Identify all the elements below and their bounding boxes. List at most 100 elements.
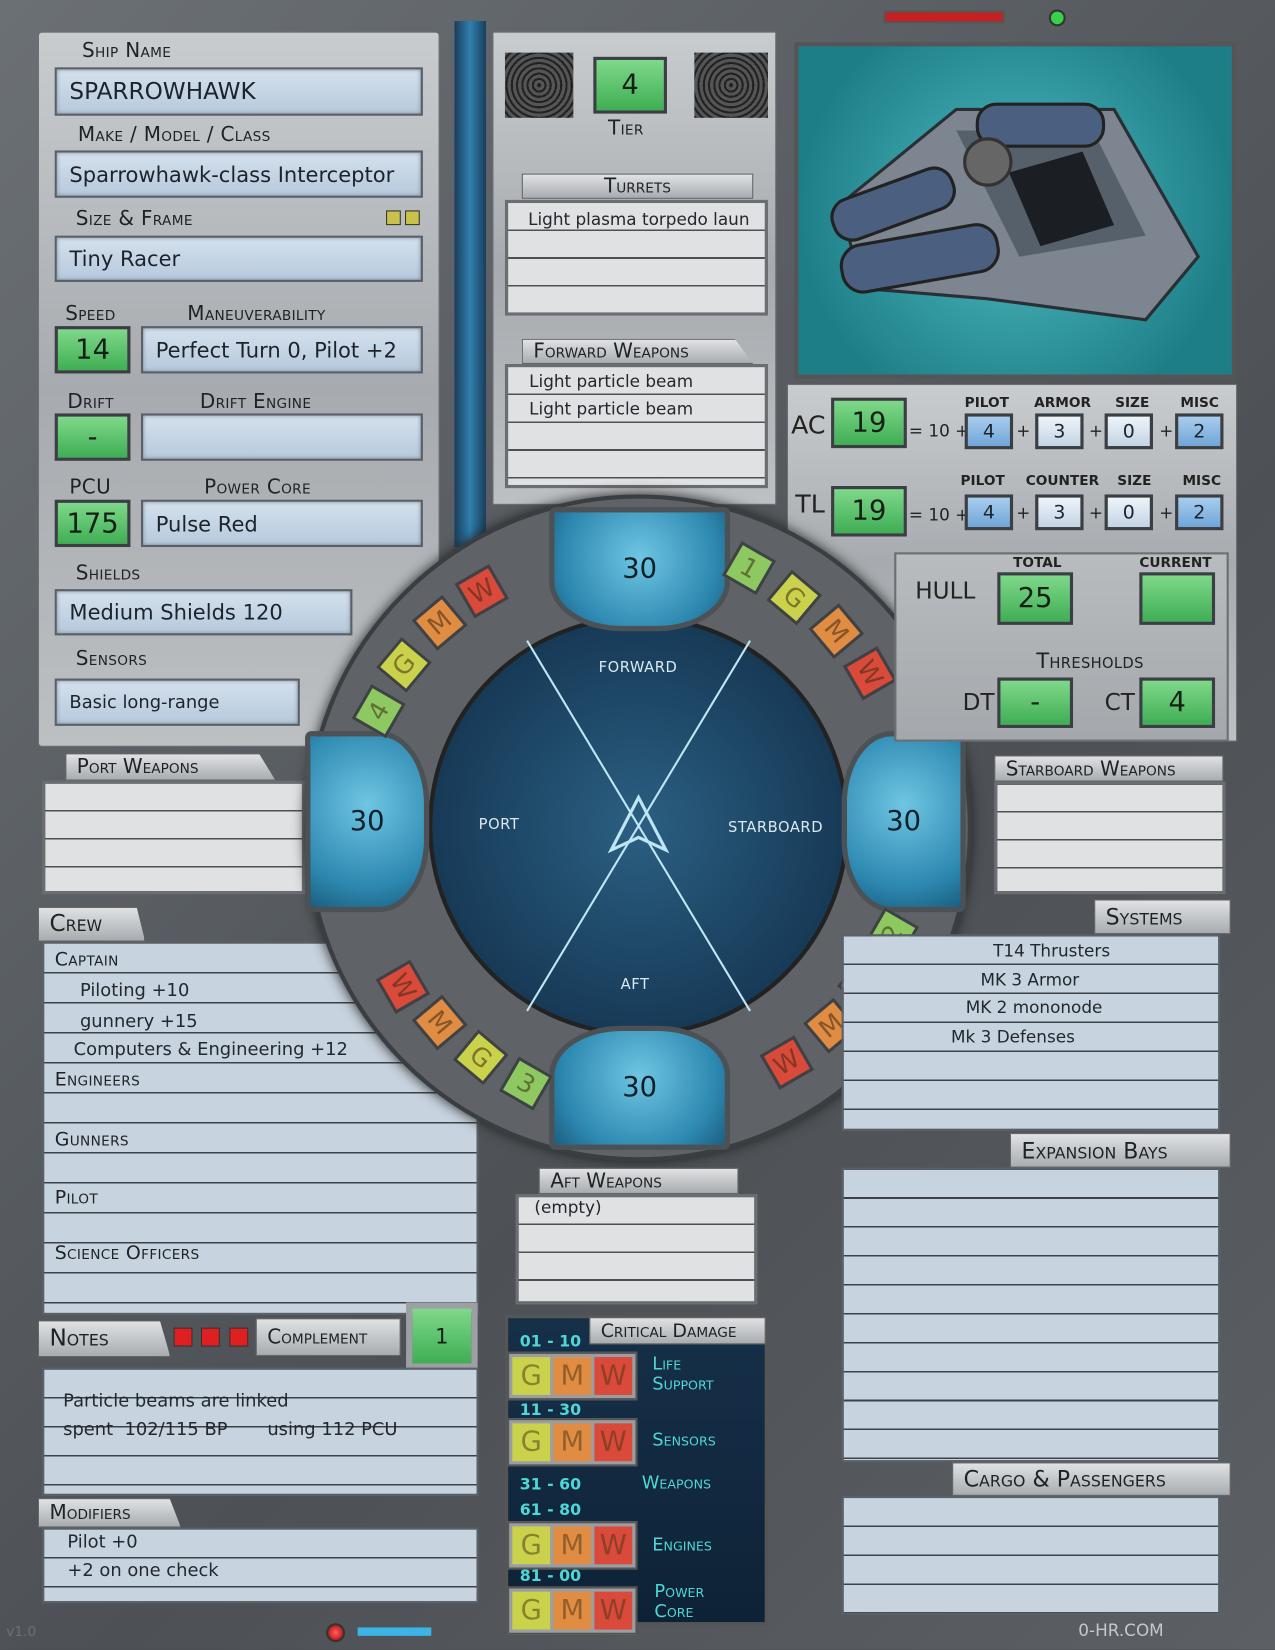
tier-label: Tier [608,116,644,140]
tl-col-label: COUNTER [1025,473,1100,490]
indicator-light [386,210,401,226]
notes-list[interactable] [42,1367,479,1496]
drift-engine-field[interactable] [140,413,423,461]
crit-m[interactable]: M [553,1526,592,1565]
power-core-label: Power Core [204,475,311,499]
system-item: MK 2 mononode [965,997,1103,1018]
crit-g[interactable]: G [512,1357,551,1395]
complement-value[interactable]: 1 [406,1302,478,1370]
crit-g[interactable]: G [512,1526,551,1565]
modifiers-list[interactable] [42,1527,479,1604]
ship-direction-arrow-icon [596,789,680,863]
ac-value[interactable]: 19 [831,397,907,449]
shield-forward[interactable]: 30 [549,507,731,632]
turrets-list[interactable] [504,199,768,316]
crit-g[interactable]: G [512,1423,551,1462]
ac-armor[interactable]: 3 [1035,413,1084,450]
shield-starboard[interactable]: 30 [841,731,966,913]
tl-counter[interactable]: 3 [1035,494,1084,531]
crew-role-science-officers: Science Officers [54,1242,200,1265]
crit-m[interactable]: M [553,1423,592,1462]
tier-value[interactable]: 4 [593,56,667,114]
notes-header: Notes [37,1320,171,1358]
hull-current-label: CURRENT [1139,555,1212,572]
aft-weapons-header: Aft Weapons [538,1167,739,1195]
arc-label-starboard: STARBOARD [727,819,824,837]
crew-skill: Computers & Engineering +12 [73,1039,348,1061]
forward-weapons-list[interactable] [504,363,768,489]
maneuverability-field[interactable]: Perfect Turn 0, Pilot +2 [140,326,423,374]
ac-label: AC [791,410,826,440]
crit-range: 01 - 10 [519,1331,582,1351]
conduit [454,21,487,548]
crit-system-label: Engines [652,1534,712,1556]
ac-col-label: ARMOR [1034,395,1092,412]
tl-value[interactable]: 19 [831,486,907,537]
red-button-light [326,1623,346,1643]
aft-weapon-item: (empty) [534,1197,602,1218]
conduit [357,1627,432,1636]
indicator-light [229,1327,249,1347]
crit-m[interactable]: M [553,1591,592,1630]
tl-col-label: MISC [1182,473,1222,490]
port-weapons-list[interactable] [42,780,306,895]
crit-w[interactable]: W [594,1423,633,1462]
hull-current-value[interactable] [1139,572,1216,625]
ship-name-field[interactable]: SPARROWHAWK [54,67,423,116]
ac-base: = 10 + [908,420,970,441]
size-label: Size & Frame [75,207,193,231]
starboard-weapons-list[interactable] [994,781,1226,895]
ship-illustration [830,102,1201,322]
model-field[interactable]: Sparrowhawk-class Interceptor [54,150,423,198]
ac-col-label: PILOT [964,395,1009,412]
shield-aft[interactable]: 30 [549,1025,731,1150]
version-label: v1.0 [6,1624,37,1641]
site-credit: 0-HR.COM [1078,1620,1164,1641]
crit-w[interactable]: W [594,1591,633,1630]
ac-misc[interactable]: 2 [1175,413,1224,450]
sensors-field[interactable]: Basic long-range [54,678,300,726]
power-core-field[interactable]: Pulse Red [140,499,423,548]
hull-total-label: TOTAL [1013,555,1062,572]
drift-value[interactable]: - [54,413,131,461]
shield-port[interactable]: 30 [305,731,430,913]
cargo-list[interactable] [841,1495,1221,1615]
crit-range: 11 - 30 [519,1400,582,1420]
ac-size[interactable]: 0 [1104,413,1153,450]
modifier-line: Pilot +0 [67,1531,138,1553]
aft-weapons-list[interactable] [515,1194,758,1305]
tl-pilot[interactable]: 4 [964,494,1014,531]
tl-label: TL [795,489,825,519]
tl-col-label: SIZE [1117,473,1152,490]
plus: + [1016,420,1031,441]
systems-list[interactable] [841,934,1221,1131]
arc-label-forward: FORWARD [598,659,678,677]
dt-value[interactable]: - [997,677,1074,728]
ac-pilot[interactable]: 4 [964,413,1014,450]
ct-value[interactable]: 4 [1139,677,1216,728]
maneuverability-label: Maneuverability [187,301,326,326]
crit-w[interactable]: W [594,1357,633,1395]
forward-weapons-header: Forward Weapons [521,338,754,364]
tl-size[interactable]: 0 [1104,494,1153,531]
pcu-value[interactable]: 175 [54,499,131,548]
hull-total-value[interactable]: 25 [997,572,1074,625]
crit-g[interactable]: G [512,1591,551,1630]
critical-damage-header: Critical Damage [589,1317,766,1345]
expansion-bays-list[interactable] [841,1167,1221,1463]
crit-w[interactable]: W [594,1526,633,1565]
speed-value[interactable]: 14 [54,326,131,374]
size-field[interactable]: Tiny Racer [54,235,423,282]
modifiers-header: Modifiers [37,1498,181,1528]
crew-skill: gunnery +15 [79,1010,198,1033]
plus: + [1159,502,1174,523]
modifier-line: +2 on one check [67,1560,219,1582]
tl-misc[interactable]: 2 [1175,494,1224,531]
note-line: Particle beams are linked [63,1390,289,1412]
crit-m[interactable]: M [553,1357,592,1395]
shields-field[interactable]: Medium Shields 120 [54,589,353,636]
systems-header: Systems [1094,899,1231,935]
